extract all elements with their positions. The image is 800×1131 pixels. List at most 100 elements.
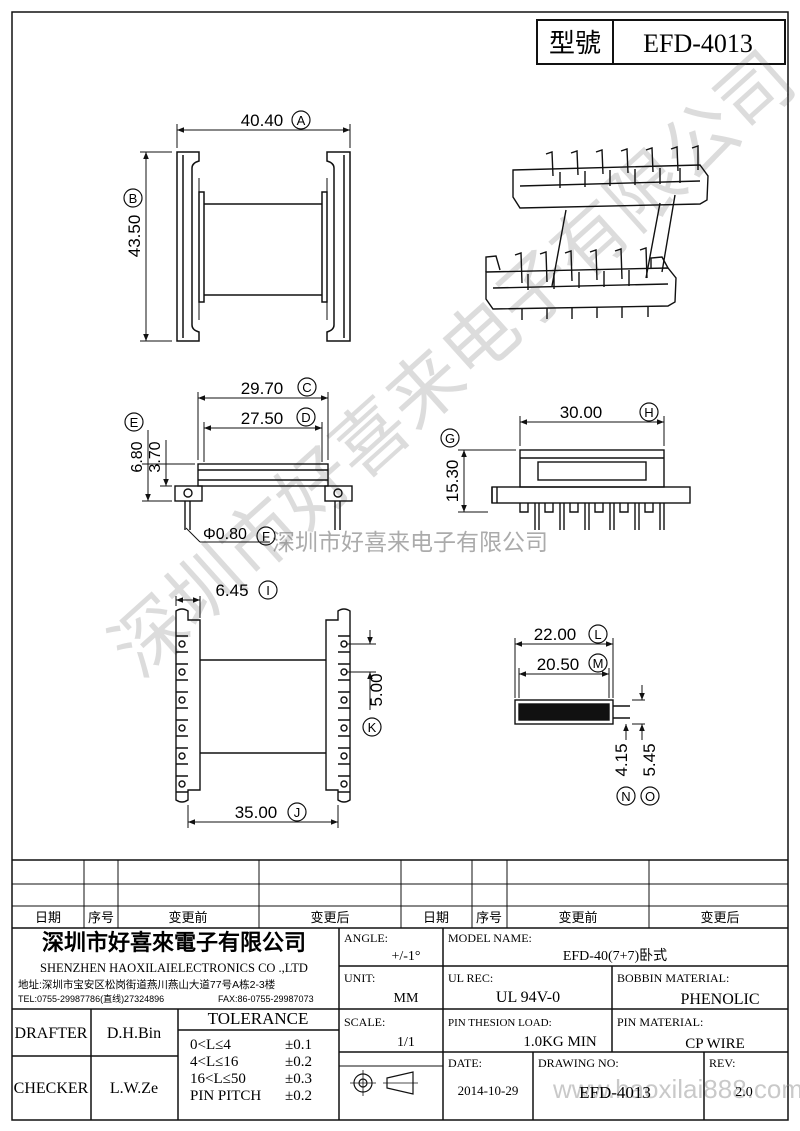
date-label: DATE: xyxy=(448,1056,482,1070)
unit-label: UNIT: xyxy=(344,971,375,985)
watermark-big: 深圳市好喜来电子有限公司 xyxy=(94,35,800,693)
dim-d-mark: D xyxy=(301,410,310,425)
dim-a-value: 40.40 xyxy=(241,111,284,130)
dim-k xyxy=(346,630,376,710)
dim-f-marker-circle xyxy=(256,526,276,546)
tol-3-value: ±0.3 xyxy=(285,1071,312,1087)
dim-i-value: 6.45 xyxy=(215,581,248,600)
dim-b-value: 43.50 xyxy=(125,215,144,258)
dim-l-value: 22.00 xyxy=(534,625,577,644)
projection-symbol xyxy=(350,1070,418,1096)
tol-2-value: ±0.2 xyxy=(285,1054,312,1070)
tol-4-value: ±0.2 xyxy=(285,1088,312,1104)
drawing-no-value: EFD-4013 xyxy=(579,1083,651,1102)
dim-c-mark: C xyxy=(302,380,311,395)
dim-j xyxy=(187,805,339,828)
company-fax: FAX:86-0755-29987073 xyxy=(218,994,314,1004)
dim-j-value: 35.00 xyxy=(235,803,278,822)
view-top xyxy=(176,151,351,342)
dim-d xyxy=(203,422,323,462)
dim-i-mark: I xyxy=(266,583,270,598)
dim-n-mark: N xyxy=(621,789,630,804)
dim-d-marker-circle xyxy=(296,407,316,427)
drafter-label: DRAFTER xyxy=(15,1025,88,1042)
dim-l-marker-circle xyxy=(588,624,608,644)
rev-h-no-2: 序号 xyxy=(476,910,502,925)
dim-m xyxy=(518,668,610,698)
ul-value: UL 94V-0 xyxy=(496,989,560,1006)
dim-l-mark: L xyxy=(594,627,601,642)
view-front xyxy=(174,463,353,530)
drawing-frame xyxy=(11,11,789,1121)
checker-value: L.W.Ze xyxy=(110,1080,158,1097)
model-name-value: EFD-40(7+7)卧式 xyxy=(563,948,667,964)
pin-material-label: PIN MATERIAL: xyxy=(617,1015,703,1029)
dim-e-mark: E xyxy=(130,415,139,430)
dim-h-value: 30.00 xyxy=(560,403,603,422)
tol-2: 4<L≤16 xyxy=(190,1054,239,1070)
unit-value: MM xyxy=(394,991,419,1006)
dim-h-marker-circle xyxy=(639,402,659,422)
dim-c-value: 29.70 xyxy=(241,379,284,398)
dim-m-mark: M xyxy=(593,656,604,671)
rev-h-before-2: 变更前 xyxy=(558,910,597,925)
company-cn: 深圳市好喜來電子有限公司 xyxy=(42,930,306,955)
dim-e-marker-circle xyxy=(124,412,144,432)
watermark-small: 深圳市好喜来电子有限公司 xyxy=(272,530,548,556)
dim-o-marker-circle xyxy=(640,786,660,806)
checker-label: CHECKER xyxy=(14,1080,89,1097)
dim-l xyxy=(514,638,614,698)
rev-h-after: 变更后 xyxy=(310,910,349,925)
rev-h-after-2: 变更后 xyxy=(700,910,739,925)
dim-m-marker-circle xyxy=(588,653,608,673)
title-block-grid xyxy=(12,928,788,1120)
rev-h-no: 序号 xyxy=(88,910,114,925)
load-value: 1.0KG MIN xyxy=(523,1034,596,1050)
dim-o-value: 5.45 xyxy=(640,743,659,776)
bobbin-label: BOBBIN MATERIAL: xyxy=(617,971,729,985)
watermark-url: www.haoxilai888.com xyxy=(552,1074,800,1104)
dim-g-value: 15.30 xyxy=(443,460,462,503)
angle-label: ANGLE: xyxy=(344,931,388,945)
dim-h-mark: H xyxy=(644,405,653,420)
dim-k-mark: K xyxy=(368,720,377,735)
dim-b xyxy=(140,151,172,342)
rev-value: 2.0 xyxy=(735,1085,753,1100)
pin-material-value: CP WIRE xyxy=(685,1036,745,1052)
dim-m-value: 20.50 xyxy=(537,655,580,674)
dim-n-value: 4.15 xyxy=(612,743,631,776)
dim-g xyxy=(458,449,516,513)
view-side xyxy=(491,449,691,530)
dim-i-marker-circle xyxy=(258,580,278,600)
scale-value: 1/1 xyxy=(397,1035,415,1050)
view-end xyxy=(514,699,630,725)
rev-label: REV: xyxy=(709,1056,735,1070)
dim-j-mark: J xyxy=(294,805,301,820)
dim-b-marker-circle xyxy=(123,188,143,208)
dim-g-mark: G xyxy=(445,431,455,446)
dim-k-marker-circle xyxy=(362,717,382,737)
dim-b-mark: B xyxy=(129,191,138,206)
angle-value: +/-1° xyxy=(391,949,420,964)
tol-1-value: ±0.1 xyxy=(285,1037,312,1053)
dim-h xyxy=(519,416,665,446)
model-name-label: MODEL NAME: xyxy=(448,931,532,945)
dim-f xyxy=(185,527,270,543)
dim-k-value: 5.00 xyxy=(367,673,386,706)
dim-n-marker-circle xyxy=(616,786,636,806)
company-tel: TEL:0755-29987786(直线)27324896 xyxy=(18,993,164,1004)
revision-table xyxy=(12,859,788,929)
dim-d-value: 27.50 xyxy=(241,409,284,428)
date-value: 2014-10-29 xyxy=(458,1083,519,1098)
dim-a-mark: A xyxy=(297,113,306,128)
tolerance-label: TOLERANCE xyxy=(208,1009,309,1028)
dim-a xyxy=(176,124,351,148)
view-bottom xyxy=(175,608,351,803)
tol-3: 16<L≤50 xyxy=(190,1071,246,1087)
rev-h-date-2: 日期 xyxy=(423,910,449,925)
dim-e xyxy=(142,430,195,502)
dim-f-mark: F xyxy=(262,529,270,544)
dim-j-marker-circle xyxy=(287,802,307,822)
drawing-no-label: DRAWING NO: xyxy=(538,1056,619,1070)
